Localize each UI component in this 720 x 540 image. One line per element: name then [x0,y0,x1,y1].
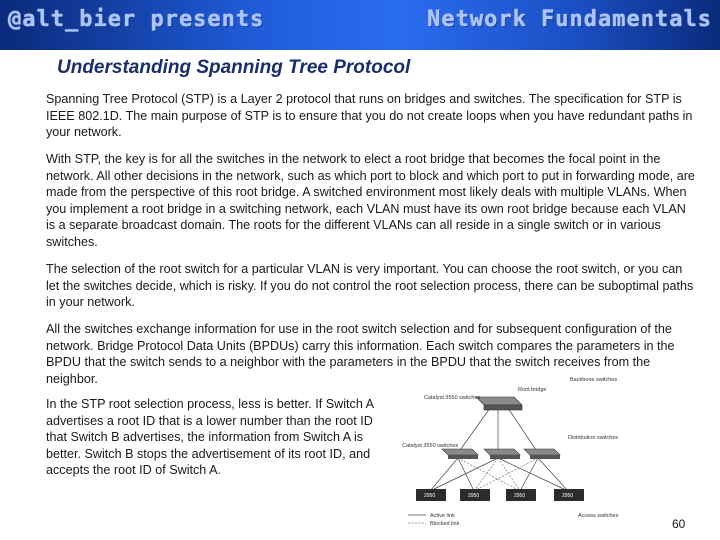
page-number: 60 [672,517,686,531]
paragraph-bpdu: All the switches exchange information fo… [46,322,675,386]
access-switch-4-label: 2950 [562,493,573,499]
header-banner: @alt_bier presents Network Fundamentals [0,0,720,50]
access-switch-1 [416,489,446,501]
root-bridge-switch [475,396,523,411]
slide-title: Understanding Spanning Tree Protocol [57,57,411,78]
paragraph-root-selection: The selection of the root switch for a p… [46,262,694,309]
access-switch-4 [554,489,584,501]
distribution-switch-left [441,448,479,459]
access-switch-1-label: 2950 [424,493,435,499]
legend-blocked-link: Blocked link [430,521,460,527]
presenter-logo-text: @alt_bier presents [8,7,265,32]
paragraph-root-bridge: With STP, the key is for all the switche… [46,152,695,249]
legend-active-link: Active link [430,513,455,519]
access-switch-2-label: 2950 [468,493,479,499]
paragraph-less-is-better: In the STP root selection process, less … [46,397,374,477]
stp-topology-diagram: 2950 2950 2950 2950 Backbone switches Ro… [402,377,619,527]
distribution-switch-right [523,448,561,459]
access-switch-3-label: 2950 [514,493,525,499]
access-switch-3 [506,489,536,501]
catalyst-top-label: Catalyst 3550 switches [424,395,480,401]
backbone-label: Backbone switches [570,377,617,383]
course-title-text: Network Fundamentals [427,7,712,32]
blocked-links [457,457,539,492]
active-links [429,407,569,492]
distribution-switch-center [483,448,521,459]
distribution-label: Distribution switches [568,435,618,441]
access-label: Access switches [578,513,619,519]
access-switch-2 [460,489,490,501]
paragraph-stp-intro: Spanning Tree Protocol (STP) is a Layer … [46,92,693,139]
root-bridge-label: Root bridge [518,387,546,393]
catalyst-mid-label: Catalyst 3550 switches [402,443,458,449]
